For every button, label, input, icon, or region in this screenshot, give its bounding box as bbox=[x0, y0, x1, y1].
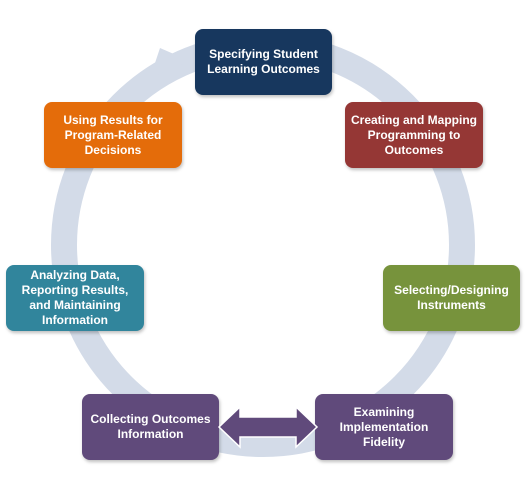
node-examining-fidelity: Examining Implementation Fidelity bbox=[315, 394, 453, 460]
node-selecting-instruments: Selecting/Designing Instruments bbox=[383, 265, 520, 331]
node-analyzing-data: Analyzing Data, Reporting Results, and M… bbox=[6, 265, 144, 331]
node-specifying-outcomes: Specifying Student Learning Outcomes bbox=[195, 29, 332, 95]
node-label: Selecting/Designing Instruments bbox=[394, 283, 509, 312]
node-collecting-information: Collecting Outcomes Information bbox=[82, 394, 219, 460]
node-label: Specifying Student Learning Outcomes bbox=[207, 47, 320, 76]
node-label: Collecting Outcomes Information bbox=[90, 412, 211, 441]
node-using-results: Using Results for Program-Related Decisi… bbox=[44, 102, 182, 168]
node-label: Examining Implementation Fidelity bbox=[339, 404, 429, 449]
node-label: Creating and Mapping Programming to Outc… bbox=[351, 112, 477, 157]
node-label: Analyzing Data, Reporting Results, and M… bbox=[21, 268, 129, 327]
node-creating-mapping: Creating and Mapping Programming to Outc… bbox=[345, 102, 483, 168]
node-label: Using Results for Program-Related Decisi… bbox=[63, 112, 163, 157]
